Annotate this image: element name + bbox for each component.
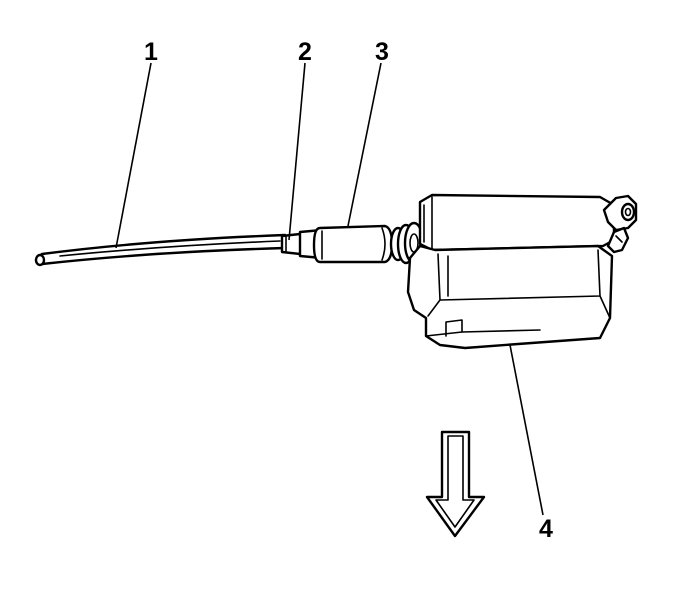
leader-line-3 [347,62,382,227]
callout-3: 3 [375,38,389,66]
leader-line-2 [288,62,306,241]
callout-1: 1 [144,38,158,66]
cable-housing-sleeve [312,221,425,265]
callout-2: 2 [298,38,312,66]
down-arrow-icon [425,430,486,538]
cable [34,233,287,267]
leader-lines [115,62,544,516]
leader-line-1 [115,62,152,249]
leader-line-4 [509,344,544,516]
callout-4: 4 [539,515,553,543]
actuator-housing [406,193,638,350]
